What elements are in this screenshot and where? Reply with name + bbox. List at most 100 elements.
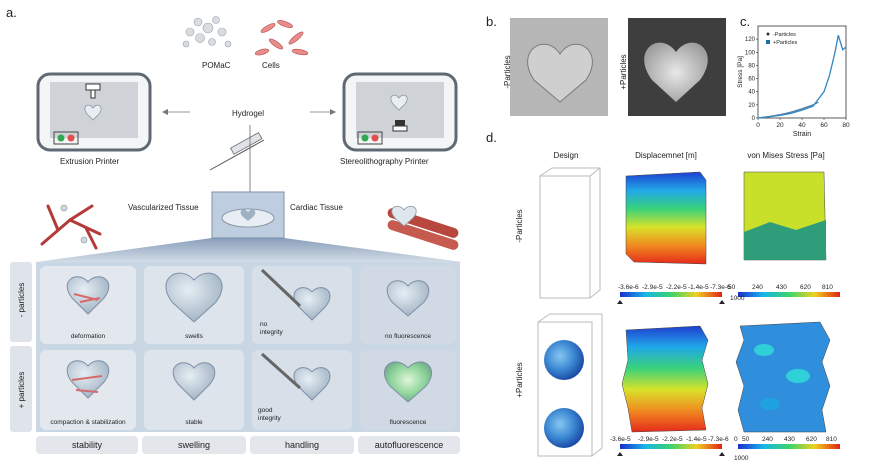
column-stability: stability xyxy=(72,440,103,450)
sla-printer-icon xyxy=(342,72,458,152)
x-tick-label-0: 0 xyxy=(756,122,760,129)
cell-r2c2 xyxy=(144,350,244,430)
stress2-tick-2: 240 xyxy=(762,436,773,443)
cells-icon xyxy=(254,20,309,56)
stress-max-2: 1000 xyxy=(734,455,749,462)
disp-tick-5: -7.3e-6 xyxy=(710,284,731,291)
label-d-plus: +Particles xyxy=(515,362,524,397)
column-labels xyxy=(36,436,460,454)
disp2-tick-1: -3.6e-5 xyxy=(610,436,631,443)
syringe-icon xyxy=(209,132,265,171)
stress-plus xyxy=(735,321,831,433)
stress2-tick-4: 620 xyxy=(806,436,817,443)
disp-tick-3: -2.2e-5 xyxy=(666,284,687,291)
col-displacement: Displacemnet [m] xyxy=(635,151,697,160)
plot-area xyxy=(757,25,847,119)
hydrogel-label: Hydrogel xyxy=(232,109,264,118)
label-integrity-1: integrity xyxy=(260,329,284,336)
stress-tick-1: 50 xyxy=(728,284,736,291)
label-no: no xyxy=(260,321,268,328)
label-no-fluorescence: no fluorescence xyxy=(385,333,431,340)
x-tick-label-2: 40 xyxy=(798,122,806,129)
legend-marker-1 xyxy=(766,40,770,44)
label-deformation: deformation xyxy=(71,333,106,340)
stress2-tick-1: 50 xyxy=(742,436,750,443)
y-tick-label-5: 100 xyxy=(745,50,756,56)
disp2-tick-2: -2.9e-5 xyxy=(638,436,659,443)
y-tick-label-6: 120 xyxy=(745,37,756,43)
x-tick-label-4: 80 xyxy=(842,122,850,129)
displacement-minus xyxy=(625,171,707,265)
cardiac-tissue-icon xyxy=(387,205,459,250)
cell-r1c4 xyxy=(360,266,456,344)
stress-tick-3: 430 xyxy=(776,284,787,291)
col-design: Design xyxy=(554,151,579,160)
label-compaction: compaction & stabilization xyxy=(50,419,126,426)
stress2-tick-3: 430 xyxy=(784,436,795,443)
disp2-tick-3: -2.2e-5 xyxy=(662,436,683,443)
extrusion-printer-icon xyxy=(36,72,152,152)
cells-label: Cells xyxy=(262,61,280,70)
x-tick-label-1: 20 xyxy=(776,122,784,129)
stress-tick-2: 240 xyxy=(752,284,763,291)
disp2-tick-5: -7.3e-6 xyxy=(708,436,729,443)
column-autofluorescence: autofluorescence xyxy=(375,440,444,450)
column-handling: handling xyxy=(285,440,319,450)
fan-background xyxy=(36,238,462,262)
x-axis-label: Strain xyxy=(793,131,811,138)
disp-tick-2: -2.9e-5 xyxy=(642,284,663,291)
label-integrity-2: integrity xyxy=(258,415,282,422)
panel-a-label: a. xyxy=(6,5,17,20)
legend-label-0: -Particles xyxy=(773,32,796,38)
y-tick-label-2: 40 xyxy=(748,90,755,96)
cardiac-tissue-label: Cardiac Tissue xyxy=(290,203,343,212)
displacement-plus xyxy=(621,325,709,433)
row-minus-particles-label: - particles xyxy=(17,283,26,318)
stress-colorbar-minus xyxy=(738,292,840,297)
x-tick-label-3: 60 xyxy=(820,122,828,129)
extrusion-printer-label: Extrusion Printer xyxy=(60,157,119,166)
panel-b-label: b. xyxy=(486,14,497,29)
stress2-tick-0: 0 xyxy=(734,436,738,443)
col-stress: von Mises Stress [Pa] xyxy=(747,151,824,160)
disp-colorbar-minus xyxy=(617,292,725,304)
label-b-minus: -Particles xyxy=(503,55,512,88)
label-fluorescence: fluorescence xyxy=(390,419,427,426)
y-tick-label-1: 20 xyxy=(748,103,755,109)
disp-tick-4: -1.4e-5 xyxy=(688,284,709,291)
petri-dish-icon xyxy=(211,191,285,239)
stress-max-1: 1000 xyxy=(730,295,745,302)
cell-r2c3 xyxy=(252,350,352,430)
vascularized-tissue-label: Vascularized Tissue xyxy=(128,203,199,212)
vascularized-tissue-icon xyxy=(40,204,102,250)
stress-minus xyxy=(743,171,827,261)
y-tick-label-0: 0 xyxy=(752,116,756,122)
label-stable: stable xyxy=(185,419,203,426)
column-swelling: swelling xyxy=(178,440,210,450)
y-axis-label: Stress [Pa] xyxy=(737,56,744,88)
label-d-minus: -Particles xyxy=(515,209,524,242)
design-box-plus xyxy=(537,313,603,457)
y-tick-label-4: 80 xyxy=(748,63,755,69)
stress2-tick-5: 810 xyxy=(826,436,837,443)
cell-r1c2 xyxy=(144,266,244,344)
legend-marker-0 xyxy=(766,32,770,36)
pomac-particles-icon xyxy=(182,16,232,48)
label-b-plus: +Particles xyxy=(619,54,628,89)
stress-tick-5: 810 xyxy=(822,284,833,291)
disp2-tick-4: -1.4e-5 xyxy=(686,436,707,443)
disp-tick-1: -3.6e-6 xyxy=(618,284,639,291)
sla-printer-label: Stereolithography Printer xyxy=(340,157,429,166)
label-swells: swells xyxy=(185,333,203,340)
cell-r2c4 xyxy=(360,350,456,430)
cell-r1c3 xyxy=(252,266,352,344)
y-tick-label-3: 60 xyxy=(748,77,755,83)
disp-colorbar-plus xyxy=(617,444,725,456)
panel-c-label: c. xyxy=(740,14,750,29)
design-box-minus xyxy=(539,167,601,299)
cell-r1c1 xyxy=(40,266,136,344)
stress-tick-4: 620 xyxy=(800,284,811,291)
row-plus-particles-label: + particles xyxy=(17,372,26,409)
